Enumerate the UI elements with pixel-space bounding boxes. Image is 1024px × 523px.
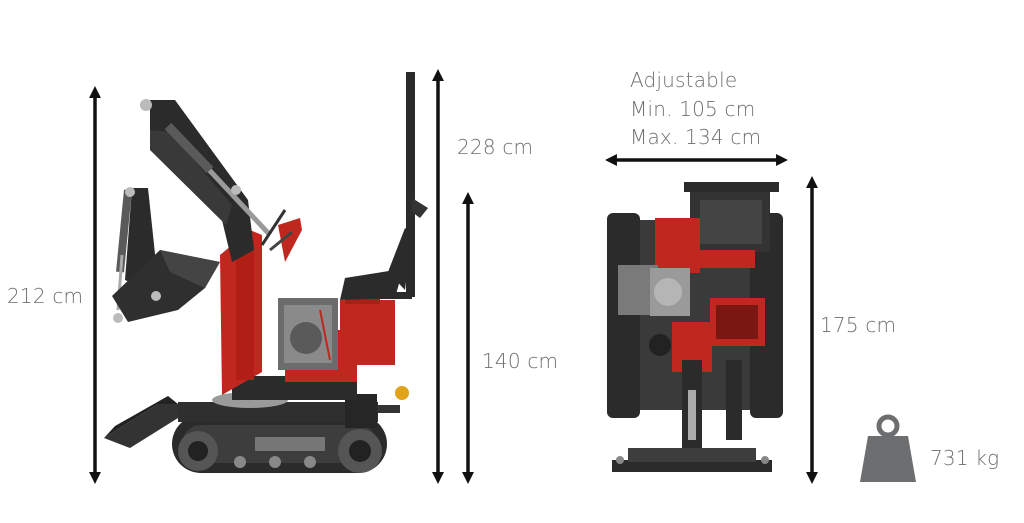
label-width-max: Max. 134 cm: [630, 125, 762, 149]
weight-icon: [860, 414, 916, 482]
label-212cm: 212 cm: [7, 284, 84, 308]
label-175cm: 175 cm: [820, 313, 897, 337]
blade-front: [612, 460, 772, 472]
label-weight: 731 kg: [930, 446, 1000, 470]
label-140cm: 140 cm: [482, 349, 559, 373]
excavator-side-view: [104, 72, 428, 473]
dozer-blade: [104, 404, 178, 448]
track-left-front: [607, 213, 640, 418]
track-right-front: [750, 213, 783, 418]
label-228cm: 228 cm: [457, 135, 534, 159]
hitch-ball: [395, 386, 409, 400]
label-width-min: Min. 105 cm: [630, 97, 756, 121]
rops-bar: [406, 72, 415, 297]
excavator-front-view: [607, 182, 783, 472]
label-adjustable: Adjustable: [630, 68, 738, 92]
body-red-front: [655, 218, 700, 273]
